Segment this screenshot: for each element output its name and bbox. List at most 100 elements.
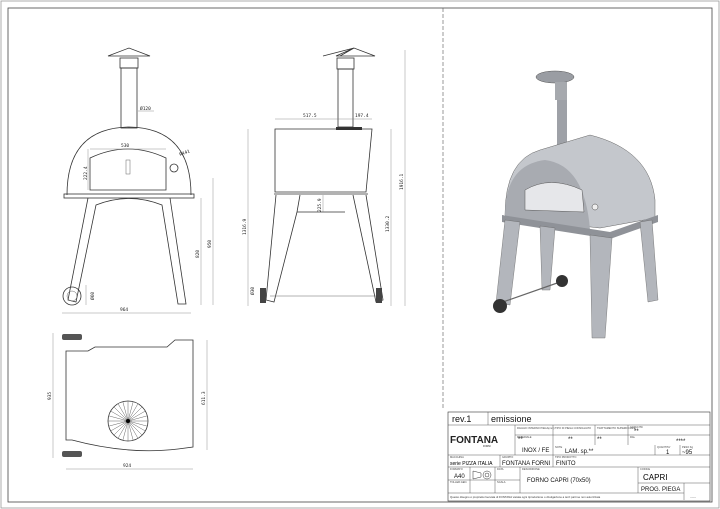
projection-symbol <box>472 470 492 480</box>
fan-rib <box>122 420 129 441</box>
dim-height-820: 820 <box>195 250 201 258</box>
dim-mouth-width: 530 <box>121 143 129 149</box>
chimney-pipe <box>120 67 138 129</box>
wheel <box>62 286 82 306</box>
side-oven-body <box>274 128 373 193</box>
fan-rib <box>127 420 143 436</box>
note-label: NOTE <box>555 445 562 449</box>
sheet-inner-frame <box>7 7 713 503</box>
capacity-label: CAPACITA' <box>630 425 644 429</box>
group: FONTANA FORNI <box>502 461 551 467</box>
dim-front-width: 964 <box>120 307 128 313</box>
machine-label: MACCHINA <box>450 455 464 459</box>
quantity: 1 <box>666 450 670 456</box>
revision-note: emissione <box>491 414 532 424</box>
oven-dome <box>66 126 192 196</box>
dim-chimney-dia: Ø120 <box>140 105 151 112</box>
fan-rib <box>127 406 143 422</box>
oven-legs <box>67 197 187 305</box>
render-chimney-cap <box>535 70 575 84</box>
oven-base-band <box>63 193 195 199</box>
top-outline <box>65 339 194 452</box>
confidentiality-footer: Questo disegno è proprietà riservata di … <box>450 495 601 499</box>
fan-rib <box>127 420 134 441</box>
dim-depth-back: 197.4 <box>355 113 369 119</box>
dim-wheel-dia: Ø60 <box>89 292 96 300</box>
surface-label: TRATTAMENTO SUPERFICIALE <box>597 426 636 430</box>
render-chimney-collar <box>555 82 567 100</box>
render-base-band <box>502 215 658 239</box>
render-wheel-back <box>556 275 568 287</box>
dim-height-950: 950 <box>207 240 213 248</box>
fan-rib <box>110 420 129 432</box>
top-wheel-lower <box>62 451 82 457</box>
revision: rev.1 <box>452 414 471 424</box>
surface: ** <box>597 437 602 443</box>
fan-rib <box>122 401 129 422</box>
side-view: 517.5 197.4 1316.9 1330.2 1916.1 225.9 Ø… <box>242 47 406 306</box>
group-label: GRUPPO <box>502 455 513 459</box>
bend-type: ** <box>568 437 573 443</box>
fan-ribs <box>108 401 148 441</box>
material: INOX / FE <box>522 448 549 454</box>
capacity: ** <box>634 429 639 435</box>
machine: serie PIZZA ITALIA <box>450 461 493 467</box>
dim-brace-height: 225.9 <box>317 198 323 212</box>
side-chimney-flange <box>336 127 362 130</box>
render-axle <box>499 281 561 304</box>
door-handle <box>125 159 131 175</box>
description: FORNO CAPRI (70x50) <box>527 478 591 484</box>
date-label: DATA <box>497 467 504 471</box>
ral-label: RAL <box>630 435 636 439</box>
tolerance-label: TOLLER.GEN. <box>450 480 467 484</box>
side-wheel-left <box>260 288 266 303</box>
render-chimney-pipe <box>557 100 567 155</box>
description-label: DESCRIZIONE <box>522 467 540 471</box>
format-label: FORMATO <box>450 467 463 471</box>
chimney-cap <box>107 47 151 57</box>
dim-top-width: 924 <box>123 463 131 469</box>
code: CAPRI <box>643 473 667 482</box>
fan-rib <box>127 420 146 432</box>
product-type: FINITO <box>556 461 576 467</box>
top-wheel-upper <box>62 334 82 340</box>
scale-label: SCALA <box>497 480 506 484</box>
weight: ~95 <box>682 450 693 456</box>
dim-side-wheel-dia: Ø30 <box>249 287 256 295</box>
fan-rib <box>127 420 148 427</box>
dim-height-body: 1316.9 <box>242 218 248 235</box>
wheel-hub <box>66 290 78 302</box>
oven-3d-render <box>493 70 659 339</box>
fan-rib <box>127 420 139 439</box>
material-label: MATERIALE <box>517 435 532 439</box>
bend-type-label: TIPO DI PIEGA CONSIGLIATO <box>555 426 591 430</box>
fan-rib <box>127 415 148 422</box>
bend-radius-label: RAGGIO INTERNO PIEGA(mm) <box>517 426 555 430</box>
fan-rib <box>117 420 129 439</box>
fan-rib <box>108 420 129 427</box>
chimney-center <box>126 419 130 423</box>
fan-rib <box>108 415 129 422</box>
dim-top-depth-body: 611.3 <box>201 391 207 405</box>
dim-total-height: 1916.1 <box>399 173 405 190</box>
bend-radius: ** <box>518 437 523 443</box>
render-oven-mouth <box>524 182 585 213</box>
brand-sub: FORNI <box>483 445 491 448</box>
fan-rib <box>113 406 129 422</box>
fan-rib <box>127 410 146 422</box>
quantity-label: QUANTITA' <box>657 445 671 449</box>
prog-value: ------- <box>690 496 696 499</box>
dim-depth-front: 517.5 <box>303 113 317 119</box>
side-chimney-cap <box>322 47 376 57</box>
dim-dome-radius: R441 <box>179 148 192 157</box>
dim-top-depth: 935 <box>47 392 53 400</box>
render-thermometer <box>591 203 599 211</box>
product-type-label: TIPO PRODOTTO <box>555 455 576 459</box>
brand-logo: FONTANA <box>450 435 498 446</box>
render-legs <box>495 219 659 339</box>
fan-rib <box>113 420 129 436</box>
top-view: 935 611.3 924 <box>47 333 208 470</box>
dim-mouth-height: 222.4 <box>83 166 89 180</box>
prog-label: PROG. PIEGA <box>641 487 680 493</box>
